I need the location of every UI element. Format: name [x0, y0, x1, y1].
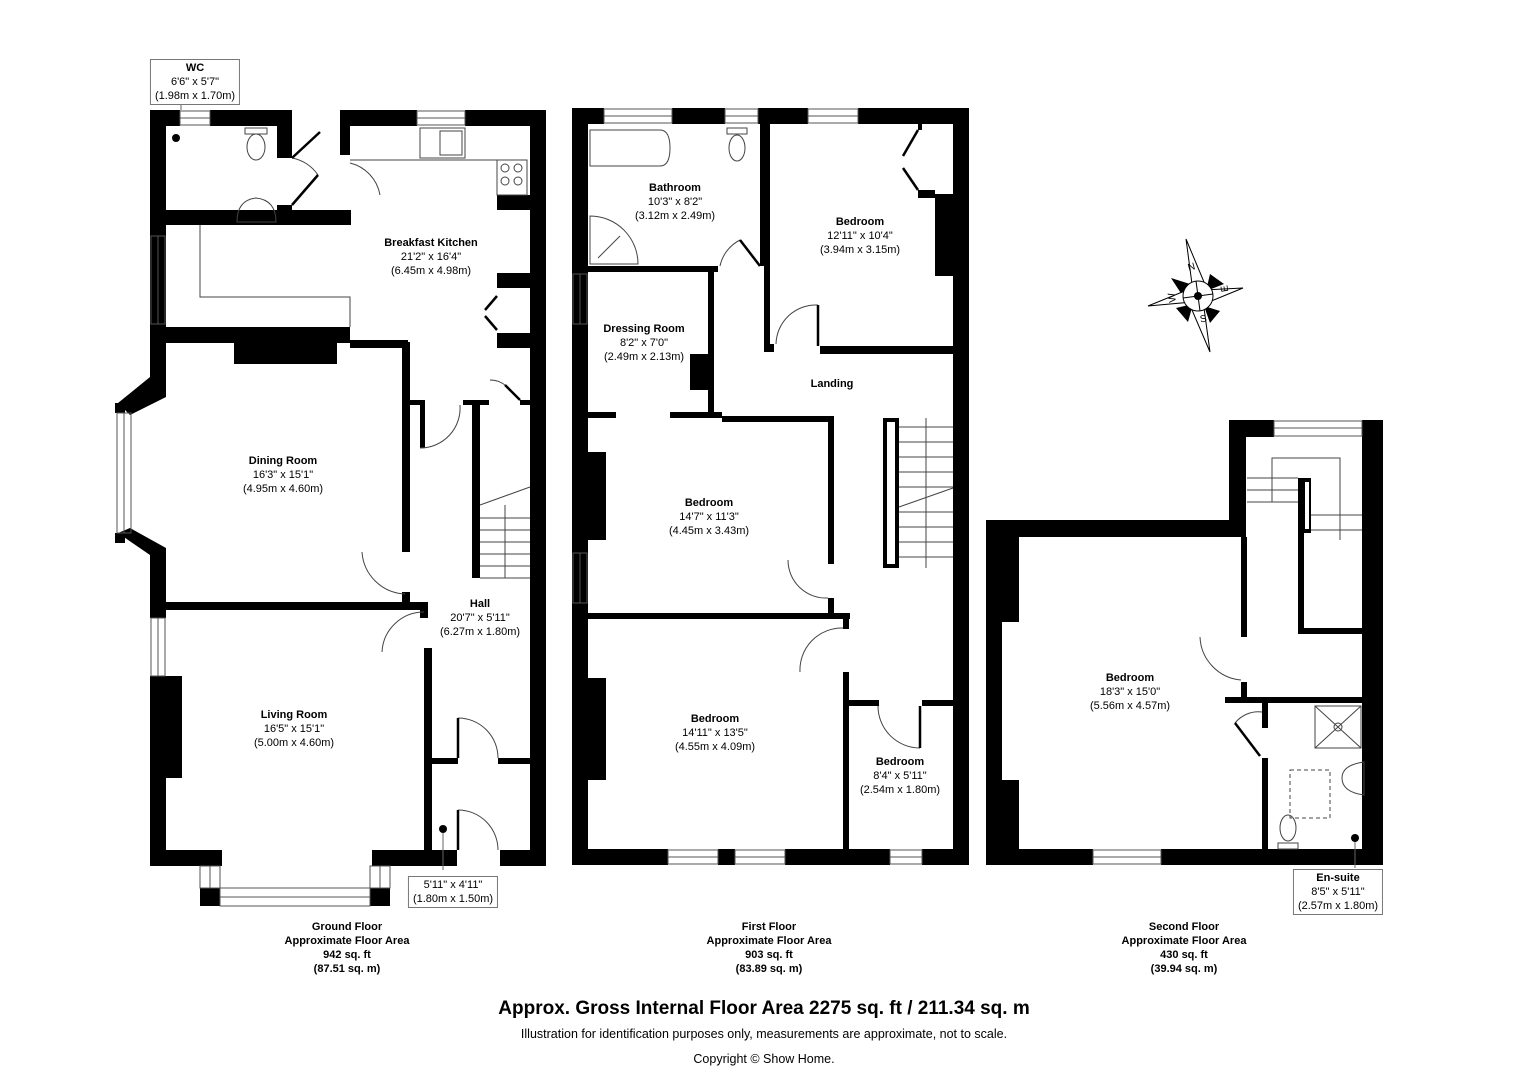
room-metric: (4.55m x 4.09m) [674, 741, 756, 753]
compass-west: W [1166, 291, 1179, 304]
floor-caption: Approximate Floor Area [1121, 935, 1247, 947]
room-metric: (1.80m x 1.50m) [412, 893, 494, 905]
room-label-wc: WC 6'6" x 5'7" (1.98m x 1.70m) [149, 59, 241, 105]
first-floor-fixtures [589, 127, 954, 749]
room-name: Dining Room [248, 455, 318, 467]
room-metric: (6.27m x 1.80m) [439, 626, 521, 638]
room-label-living-room: Living Room 16'5" x 15'1" (5.00m x 4.60m… [254, 708, 334, 750]
room-name: Dressing Room [603, 323, 685, 335]
room-label-breakfast-kitchen: Breakfast Kitchen 21'2" x 16'4" (6.45m x… [384, 236, 478, 278]
room-imperial: 8'5" x 5'11" [1311, 886, 1365, 898]
room-name: Bedroom [875, 756, 925, 768]
room-metric: (3.94m x 3.15m) [819, 244, 901, 256]
room-name: Bedroom [1105, 672, 1155, 684]
room-name: Bedroom [684, 497, 734, 509]
floor-sqft: 903 sq. ft [745, 949, 793, 961]
room-name: Bedroom [690, 713, 740, 725]
room-name: Hall [469, 598, 491, 610]
room-metric: (2.54m x 1.80m) [859, 784, 941, 796]
room-imperial: 16'5" x 15'1" [263, 723, 325, 735]
floor-caption: Approximate Floor Area [706, 935, 832, 947]
room-name: WC [185, 62, 205, 74]
room-imperial: 12'11" x 10'4" [827, 230, 893, 242]
ground-floor-windows [116, 110, 466, 907]
room-imperial: 14'7" x 11'3" [679, 511, 739, 523]
ground-floor-boiler [172, 134, 180, 142]
compass-south: S [1199, 313, 1208, 326]
room-metric: (2.49m x 2.13m) [603, 351, 685, 363]
room-imperial: 18'3" x 15'0" [1099, 686, 1161, 698]
floor-sqm: (87.51 sq. m) [313, 963, 381, 975]
room-metric: (2.57m x 1.80m) [1297, 900, 1379, 912]
gross-floor-area: Approx. Gross Internal Floor Area 2275 s… [498, 998, 1030, 1019]
room-metric: (4.45m x 3.43m) [668, 525, 750, 537]
second-floor-walls [986, 420, 1383, 865]
room-label-bedroom-front: Bedroom 14'11" x 13'5" (4.55m x 4.09m) [675, 712, 755, 754]
room-metric: (4.95m x 4.60m) [242, 483, 324, 495]
room-imperial: 16'3" x 15'1" [252, 469, 314, 481]
room-name: Landing [810, 378, 854, 390]
room-name: En-suite [1316, 872, 1360, 884]
room-imperial: 6'6" x 5'7" [170, 76, 220, 88]
floor-summary-second: Second Floor Approximate Floor Area 430 … [1122, 920, 1247, 976]
floor-sqft: 942 sq. ft [323, 949, 371, 961]
floor-summary-first: First Floor Approximate Floor Area 903 s… [707, 920, 832, 976]
second-floor-doors [1234, 722, 1261, 757]
disclaimer: Illustration for identification purposes… [520, 1027, 1008, 1041]
room-imperial: 14'11" x 13'5" [682, 727, 748, 739]
room-label-landing: Landing [811, 377, 854, 391]
room-metric: (1.98m x 1.70m) [154, 90, 236, 102]
ground-floor-doors [291, 131, 521, 850]
room-metric: (5.56m x 4.57m) [1089, 700, 1171, 712]
room-label-bedroom-rear: Bedroom 12'11" x 10'4" (3.94m x 3.15m) [820, 215, 900, 257]
room-metric: (3.12m x 2.49m) [634, 210, 716, 222]
room-label-hall: Hall 20'7" x 5'11" (6.27m x 1.80m) [440, 597, 520, 639]
floor-sqm: (39.94 sq. m) [1150, 963, 1218, 975]
second-floor-windows [1092, 420, 1363, 865]
ground-floor-fixtures [199, 127, 531, 851]
compass-rose [1147, 238, 1244, 353]
room-imperial: 20'7" x 5'11" [450, 612, 510, 624]
first-floor-windows [572, 108, 923, 865]
room-imperial: 10'3" x 8'2" [647, 196, 703, 208]
room-label-bedroom-small: Bedroom 8'4" x 5'11" (2.54m x 1.80m) [860, 755, 940, 797]
floor-name: First Floor [741, 921, 797, 933]
room-label-bedroom-mid: Bedroom 14'7" x 11'3" (4.45m x 3.43m) [669, 496, 749, 538]
room-metric: (5.00m x 4.60m) [253, 737, 335, 749]
room-label-bathroom: Bathroom 10'3" x 8'2" (3.12m x 2.49m) [635, 181, 715, 223]
room-name: Bedroom [835, 216, 885, 228]
first-floor-doors [739, 129, 922, 748]
room-imperial: 8'4" x 5'11" [873, 770, 927, 782]
room-name: Living Room [260, 709, 328, 721]
room-label-dining-room: Dining Room 16'3" x 15'1" (4.95m x 4.60m… [243, 454, 323, 496]
floor-caption: Approximate Floor Area [284, 935, 410, 947]
copyright: Copyright © Show Home. [693, 1052, 835, 1066]
room-metric: (6.45m x 4.98m) [390, 265, 472, 277]
floor-name: Ground Floor [311, 921, 383, 933]
room-imperial: 8'2" x 7'0" [619, 337, 669, 349]
room-label-ensuite: En-suite 8'5" x 5'11" (2.57m x 1.80m) [1292, 869, 1384, 915]
room-label-dressing-room: Dressing Room 8'2" x 7'0" (2.49m x 2.13m… [603, 322, 684, 364]
room-imperial: 5'11" x 4'11" [423, 879, 483, 891]
room-name: Breakfast Kitchen [384, 237, 478, 249]
room-label-bedroom-second: Bedroom 18'3" x 15'0" (5.56m x 4.57m) [1090, 671, 1170, 713]
floor-name: Second Floor [1148, 921, 1220, 933]
floor-sqft: 430 sq. ft [1160, 949, 1208, 961]
ground-floor-walls [115, 110, 546, 906]
floor-sqm: (83.89 sq. m) [735, 963, 803, 975]
floor-summary-ground: Ground Floor Approximate Floor Area 942 … [285, 920, 410, 976]
second-floor-fixtures [1199, 457, 1365, 850]
room-label-porch: 5'11" x 4'11" (1.80m x 1.50m) [407, 876, 499, 908]
room-imperial: 21'2" x 16'4" [400, 251, 462, 263]
room-name: Bathroom [649, 182, 701, 194]
